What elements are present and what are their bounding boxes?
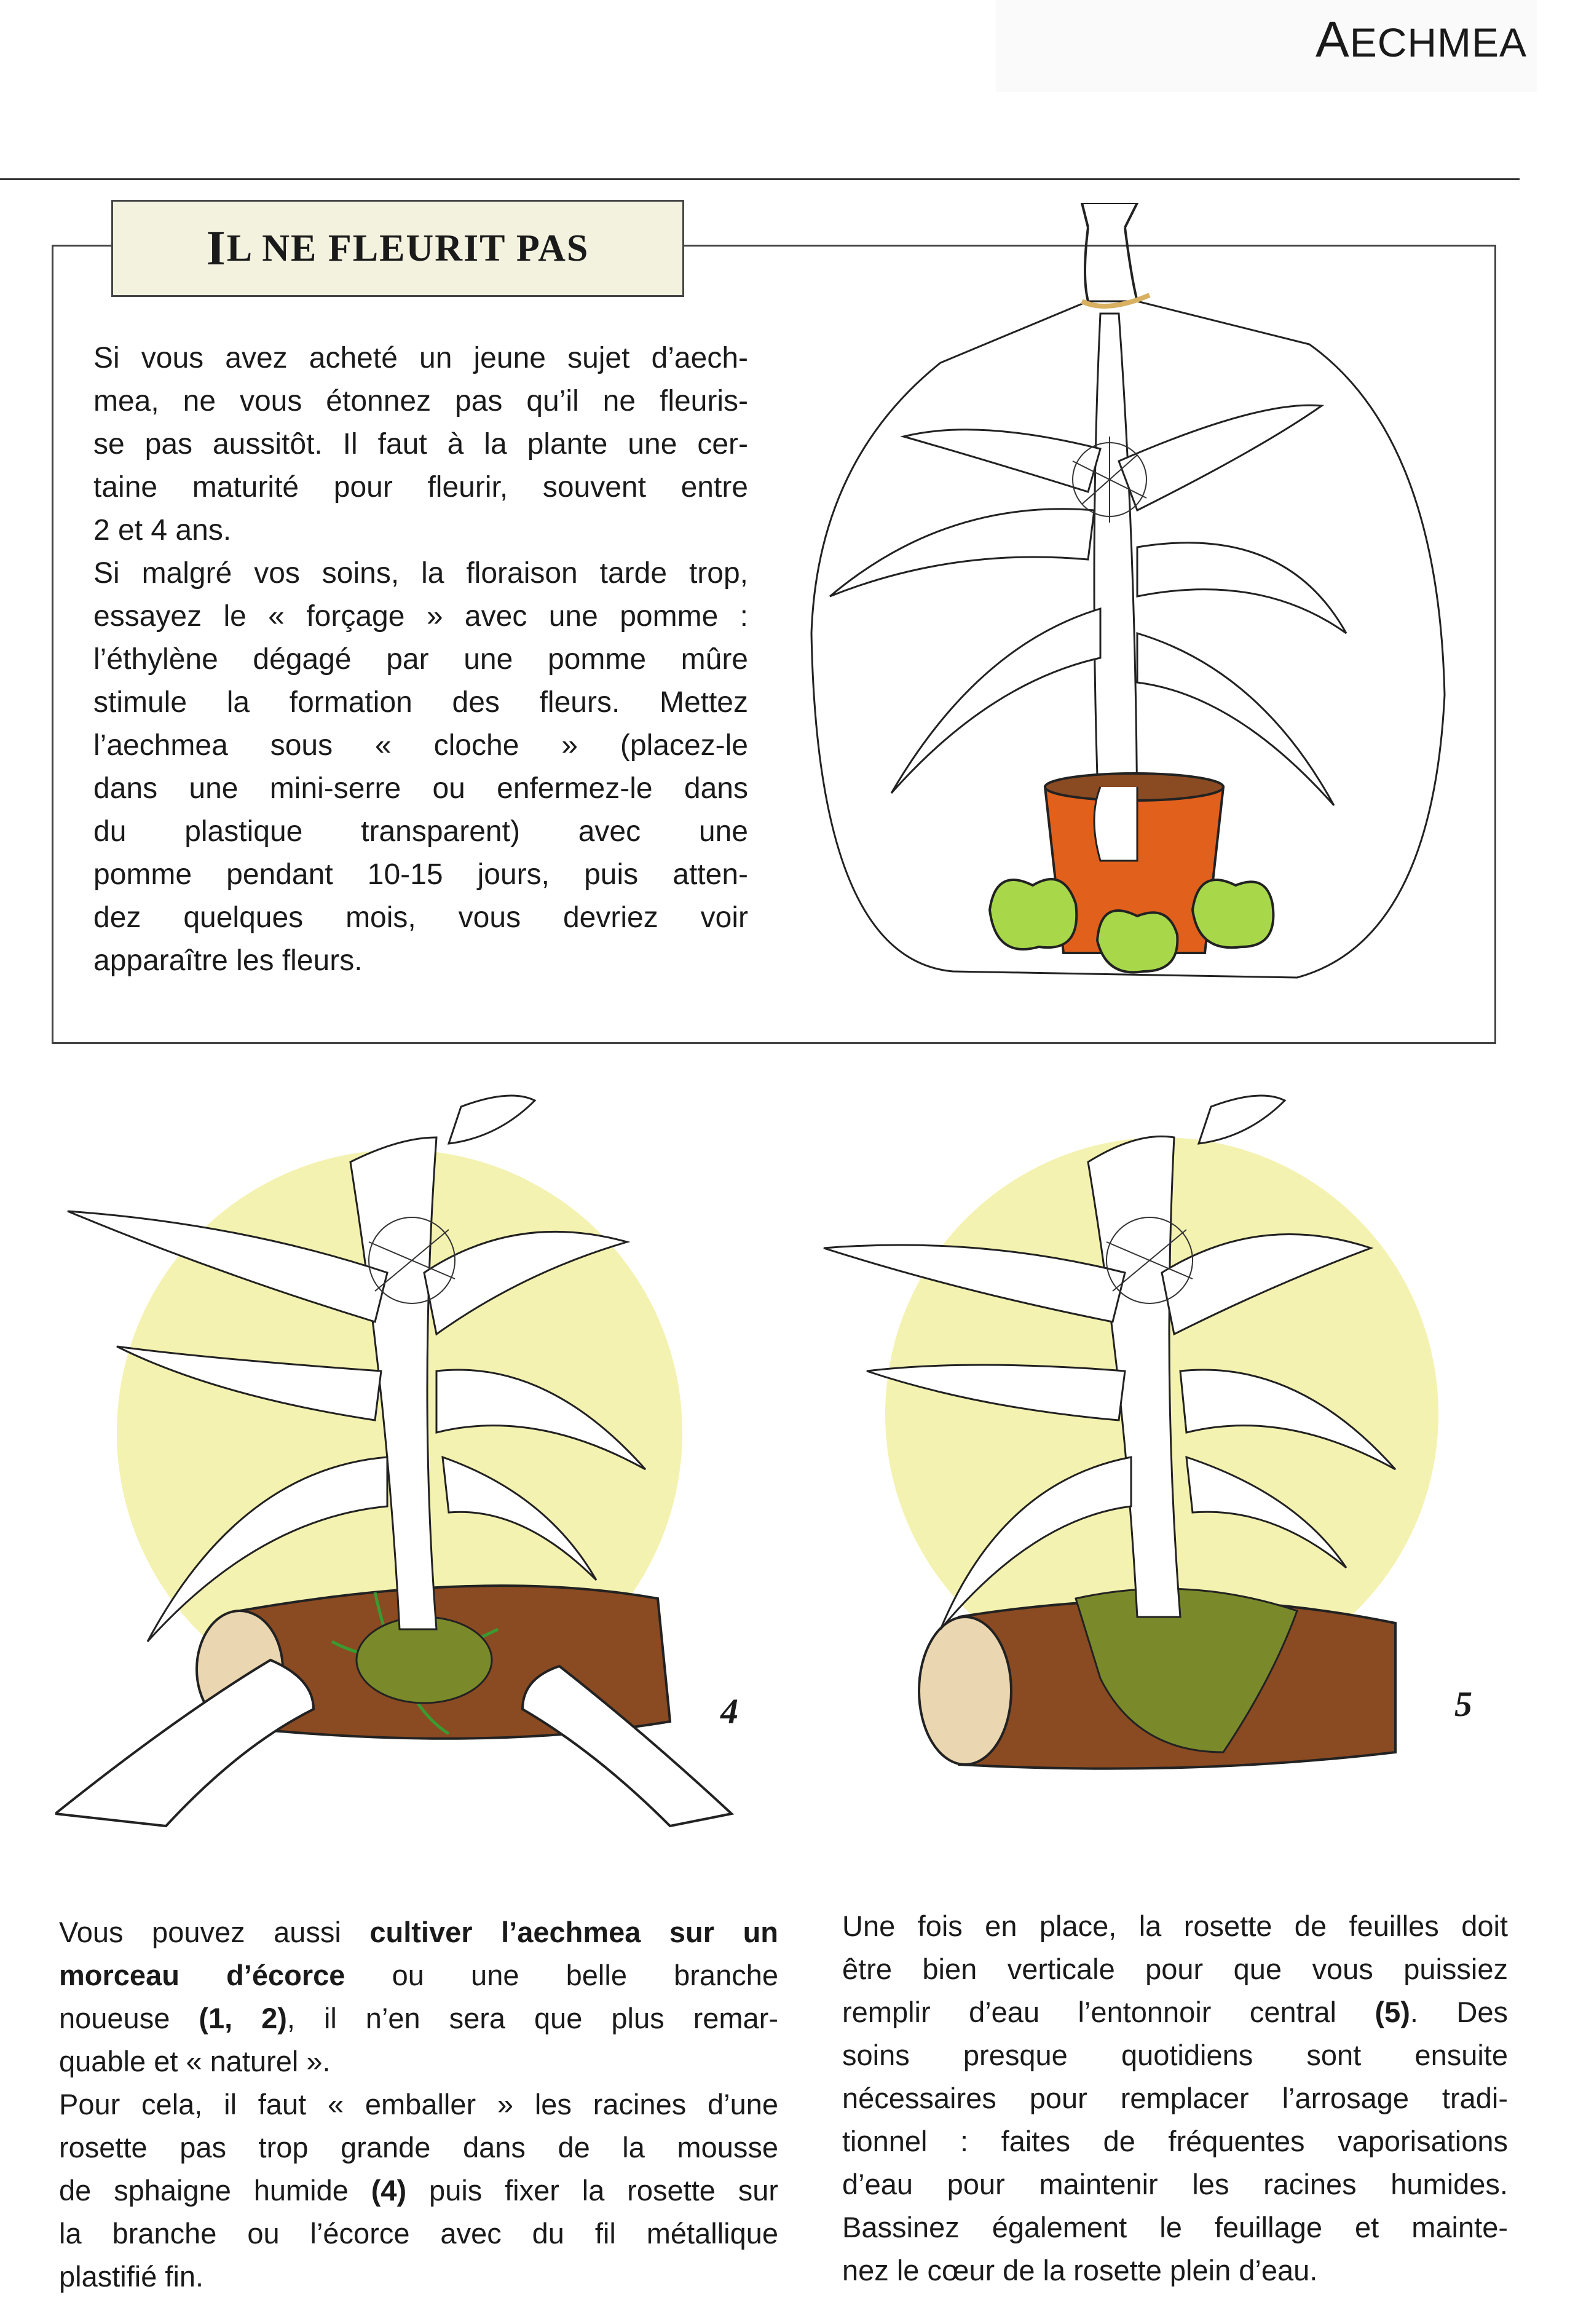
text-line: Pour cela, il faut « emballer » les raci… — [59, 2088, 778, 2120]
text-line: Bassinez également le feuillage et maint… — [842, 2211, 1508, 2243]
text-line: noueuse (1, 2), il n’en sera que plus re… — [59, 1997, 778, 2040]
title-initial: A — [1316, 12, 1350, 68]
text-line: du plastique transparent) avec une — [93, 815, 748, 848]
text-line: être bien verticale pour que vous puissi… — [842, 1953, 1508, 1985]
figure-4-label: 4 — [720, 1691, 738, 1731]
text-line: soins presque quotidiens sont ensuite — [842, 2039, 1508, 2071]
text-line: Vous pouvez aussi cultiver l’aechmea sur… — [59, 1911, 778, 1954]
text: , il n’en sera que plus remar- — [286, 2002, 778, 2034]
section-box — [52, 245, 1496, 1044]
text-line: plastifié fin. — [59, 2260, 204, 2293]
page-header-title: AECHMEA — [1316, 11, 1527, 69]
bold-text: morceau d’écorce — [59, 1959, 345, 1991]
text-line: Si malgré vos soins, la floraison tarde … — [93, 557, 748, 590]
text-line: la branche ou l’écorce avec du fil métal… — [59, 2217, 778, 2250]
bold-ref: (1, 2) — [199, 2002, 287, 2034]
bottom-right-paragraph: Une fois en place, la rosette de feuille… — [842, 1905, 1508, 2292]
text-line: morceau d’écorce ou une belle branche — [59, 1954, 778, 1997]
text-line: apparaître les fleurs. — [93, 944, 363, 977]
text: de sphaigne humide — [59, 2174, 371, 2207]
text-line: mea, ne vous étonnez pas qu’il ne fleuri… — [93, 385, 748, 417]
text: ou une belle branche — [345, 1959, 778, 1991]
text-line: remplir d’eau l’entonnoir central (5). D… — [842, 1991, 1508, 2034]
figure-5-illustration — [823, 1094, 1438, 1770]
text-line: tionnel : faites de fréquentes vaporisat… — [842, 2125, 1508, 2157]
bottom-left-paragraph: Vous pouvez aussi cultiver l’aechmea sur… — [59, 1911, 778, 2298]
text-line: quable et « naturel ». — [59, 2045, 331, 2077]
section-title-initial: I — [206, 221, 227, 275]
text-line: dez quelques mois, vous devriez voir — [93, 901, 748, 934]
bagged-plant-illustration — [810, 203, 1446, 979]
text: puis fixer la rosette sur — [406, 2174, 778, 2207]
text-line: d’eau pour maintenir les racines humides… — [842, 2168, 1508, 2200]
bold-ref: (4) — [371, 2174, 407, 2207]
bold-ref: (5) — [1375, 1996, 1410, 2028]
section-title-rest: L NE FLEURIT PAS — [226, 227, 590, 269]
text-line: Si vous avez acheté un jeune sujet d’aec… — [93, 342, 748, 374]
title-rest: ECHMEA — [1349, 20, 1528, 65]
text: remplir d’eau l’entonnoir central — [842, 1996, 1375, 2028]
figure-5-label: 5 — [1454, 1684, 1472, 1724]
text-line: nécessaires pour remplacer l’arrosage tr… — [842, 2082, 1508, 2114]
text-line: pomme pendant 10-15 jours, puis atten- — [93, 858, 748, 891]
text-line: de sphaigne humide (4) puis fixer la ros… — [59, 2169, 778, 2212]
text: noueuse — [59, 2002, 199, 2034]
intro-paragraph: Si vous avez acheté un jeune sujet d’aec… — [93, 337, 748, 982]
text-line: l’éthylène dégagé par une pomme mûre — [93, 643, 748, 676]
text-line: rosette pas trop grande dans de la mouss… — [59, 2131, 778, 2164]
text: . Des — [1410, 1996, 1508, 2028]
text-line: l’aechmea sous « cloche » (placez-le — [93, 729, 748, 762]
text-line: taine maturité pour fleurir, souvent ent… — [93, 471, 748, 504]
text-line: essayez le « forçage » avec une pomme : — [93, 600, 748, 633]
header-band — [996, 0, 1537, 92]
text-line: Une fois en place, la rosette de feuille… — [842, 1910, 1508, 1942]
text-line: nez le cœur de la rosette plein d’eau. — [842, 2254, 1318, 2286]
text-line: se pas aussitôt. Il faut à la plante une… — [93, 428, 748, 460]
bold-text: cultiver l’aechmea sur un — [369, 1916, 778, 1948]
text: Vous pouvez aussi — [59, 1916, 370, 1948]
text-line: stimule la formation des fleurs. Mettez — [93, 686, 748, 719]
figure-4-illustration — [55, 1094, 735, 1828]
text-line: dans une mini-serre ou enfermez-le dans — [93, 772, 748, 805]
header-rule — [0, 178, 1520, 180]
text-line: 2 et 4 ans. — [93, 514, 232, 547]
